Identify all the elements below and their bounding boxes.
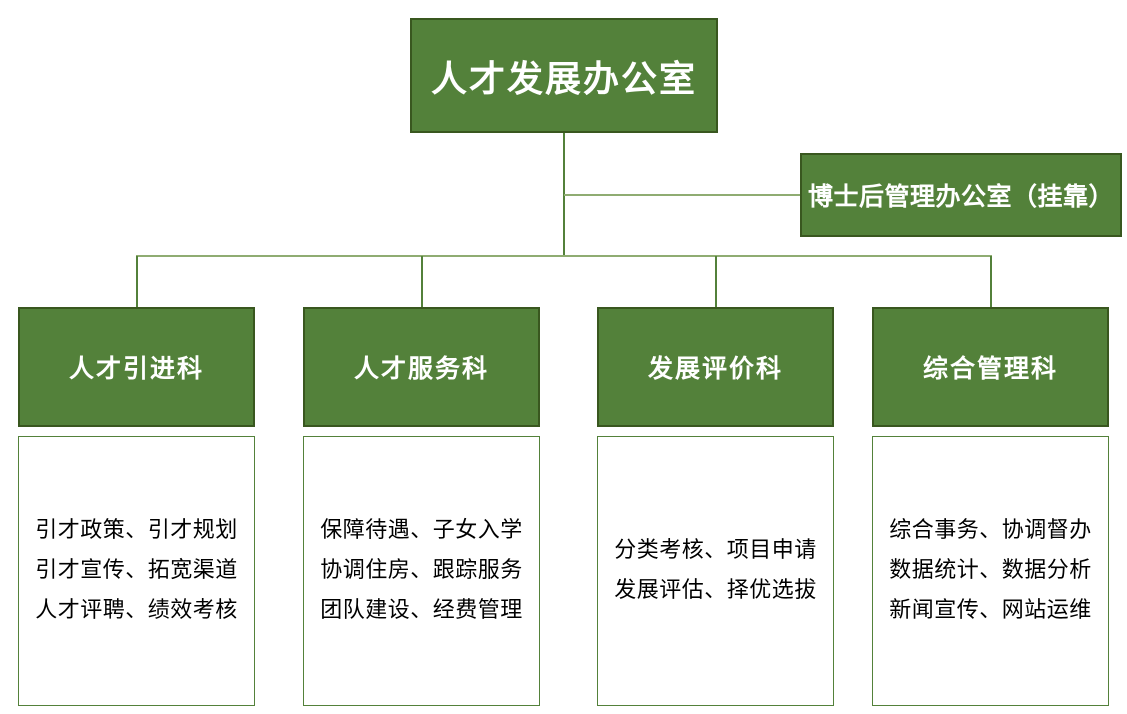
dept-node-talent-service: 人才服务科	[303, 307, 540, 427]
duty-line: 保障待遇、子女入学	[320, 518, 523, 543]
duty-list-talent-service: 保障待遇、子女入学协调住房、跟踪服务团队建设、经费管理	[303, 436, 540, 706]
connector-drop-dept-2	[421, 256, 423, 307]
connector-affiliate-branch	[564, 194, 800, 196]
duty-line: 发展评估、择优选拔	[614, 578, 817, 603]
duty-list-talent-introduction: 引才政策、引才规划引才宣传、拓宽渠道人才评聘、绩效考核	[18, 436, 255, 706]
duty-line: 协调住房、跟踪服务	[320, 558, 523, 583]
duty-line: 人才评聘、绩效考核	[35, 598, 238, 623]
duty-line: 数据统计、数据分析	[889, 558, 1092, 583]
connector-distribution-line	[136, 255, 992, 257]
duty-line: 引才宣传、拓宽渠道	[35, 558, 238, 583]
dept-node-label: 发展评价科	[647, 354, 783, 383]
root-node-label: 人才发展办公室	[430, 58, 697, 100]
dept-node-label: 综合管理科	[922, 354, 1058, 383]
dept-node-label: 人才引进科	[68, 354, 204, 383]
duty-line: 引才政策、引才规划	[35, 518, 238, 543]
duty-line: 分类考核、项目申请	[614, 538, 817, 563]
connector-drop-dept-3	[715, 256, 717, 307]
dept-node-general-management: 综合管理科	[872, 307, 1109, 427]
connector-drop-dept-4	[990, 256, 992, 307]
root-node-talent-development-office: 人才发展办公室	[410, 18, 718, 133]
dept-node-label: 人才服务科	[353, 354, 489, 383]
duty-line: 综合事务、协调督办	[889, 518, 1092, 543]
duty-list-general-management: 综合事务、协调督办数据统计、数据分析新闻宣传、网站运维	[872, 436, 1109, 706]
duty-line: 新闻宣传、网站运维	[889, 598, 1092, 623]
duty-list-development-evaluation: 分类考核、项目申请发展评估、择优选拔	[597, 436, 834, 706]
duty-line: 团队建设、经费管理	[320, 598, 523, 623]
dept-node-development-evaluation: 发展评价科	[597, 307, 834, 427]
affiliate-node-postdoc-office: 博士后管理办公室（挂靠）	[800, 153, 1122, 237]
dept-node-talent-introduction: 人才引进科	[18, 307, 255, 427]
connector-drop-dept-1	[136, 256, 138, 307]
affiliate-node-label: 博士后管理办公室（挂靠）	[807, 182, 1114, 211]
